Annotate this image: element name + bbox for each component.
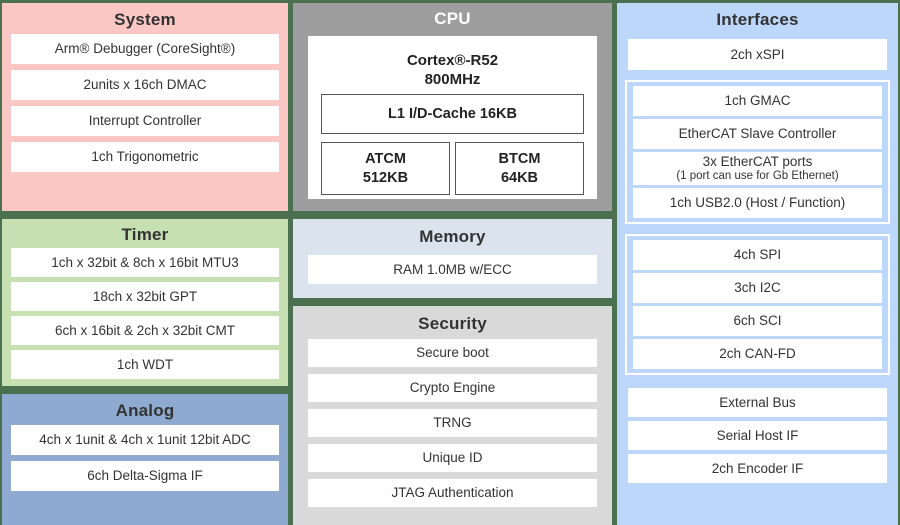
- cpu-btcm-name: BTCM: [498, 151, 541, 168]
- timer-item-cmt: 6ch x 16bit & 2ch x 32bit CMT: [11, 316, 279, 345]
- timer-item-wdt: 1ch WDT: [11, 350, 279, 379]
- interfaces-group-serial: 4ch SPI 3ch I2C 6ch SCI 2ch CAN-FD: [625, 234, 890, 375]
- interfaces-item-ethercat-ports-note: (1 port can use for Gb Ethernet): [676, 169, 839, 182]
- interfaces-item-ethercat-slave-controller: EtherCAT Slave Controller: [633, 119, 882, 149]
- block-timer-title: Timer: [121, 225, 169, 244]
- cpu-core-panel: Cortex®-R52 800MHz L1 I/D-Cache 16KB ATC…: [308, 36, 597, 199]
- timer-item-gpt: 18ch x 32bit GPT: [11, 282, 279, 311]
- block-security: Security Secure boot Crypto Engine TRNG …: [293, 306, 612, 525]
- cpu-core-clock-label: 800MHz: [424, 70, 481, 88]
- cpu-l1-cache-label: L1 I/D-Cache 16KB: [388, 105, 517, 122]
- block-timer: Timer 1ch x 32bit & 8ch x 16bit MTU3 18c…: [2, 219, 288, 386]
- block-analog: Analog 4ch x 1unit & 4ch x 1unit 12bit A…: [2, 394, 288, 525]
- memory-item-ram: RAM 1.0MB w/ECC: [308, 255, 597, 284]
- security-item-crypto-engine: Crypto Engine: [308, 374, 597, 402]
- timer-item-mtu3: 1ch x 32bit & 8ch x 16bit MTU3: [11, 248, 279, 277]
- block-memory: Memory RAM 1.0MB w/ECC: [293, 219, 612, 298]
- interfaces-item-encoder-if: 2ch Encoder IF: [628, 454, 887, 483]
- interfaces-item-usb2: 1ch USB2.0 (Host / Function): [633, 188, 882, 218]
- cpu-atcm-name: ATCM: [365, 151, 406, 168]
- block-analog-title: Analog: [115, 401, 175, 420]
- interfaces-item-i2c: 3ch I2C: [633, 273, 882, 303]
- cpu-atcm-size: 512KB: [362, 169, 409, 186]
- interfaces-item-ethercat-ports-label: 3x EtherCAT ports: [702, 154, 813, 170]
- interfaces-item-xspi: 2ch xSPI: [628, 39, 887, 70]
- system-item-dmac: 2units x 16ch DMAC: [11, 70, 279, 100]
- analog-item-delta-sigma: 6ch Delta-Sigma IF: [11, 461, 279, 491]
- interfaces-item-sci: 6ch SCI: [633, 306, 882, 336]
- block-cpu: CPU Cortex®-R52 800MHz L1 I/D-Cache 16KB…: [293, 3, 612, 211]
- security-item-trng: TRNG: [308, 409, 597, 437]
- interfaces-item-gmac: 1ch GMAC: [633, 86, 882, 116]
- system-item-trigonometric: 1ch Trigonometric: [11, 142, 279, 172]
- cpu-l1-cache-box: L1 I/D-Cache 16KB: [321, 94, 584, 134]
- block-system-title: System: [114, 10, 176, 29]
- interfaces-item-spi: 4ch SPI: [633, 240, 882, 270]
- system-item-debugger: Arm® Debugger (CoreSight®): [11, 34, 279, 64]
- block-memory-title: Memory: [419, 227, 486, 246]
- security-item-secure-boot: Secure boot: [308, 339, 597, 367]
- cpu-btcm-size: 64KB: [500, 169, 539, 186]
- cpu-core-identity: Cortex®-R52 800MHz: [308, 52, 597, 90]
- block-system: System Arm® Debugger (CoreSight®) 2units…: [2, 3, 288, 211]
- block-security-title: Security: [418, 314, 487, 333]
- interfaces-item-external-bus: External Bus: [628, 388, 887, 417]
- interfaces-item-serial-host-if: Serial Host IF: [628, 421, 887, 450]
- interfaces-item-ethercat-ports: 3x EtherCAT ports (1 port can use for Gb…: [633, 152, 882, 185]
- block-interfaces-title: Interfaces: [716, 10, 799, 29]
- system-item-interrupt-controller: Interrupt Controller: [11, 106, 279, 136]
- interfaces-group-network: 1ch GMAC EtherCAT Slave Controller 3x Et…: [625, 80, 890, 224]
- cpu-core-name-label: Cortex®-R52: [406, 52, 499, 69]
- block-cpu-title: CPU: [434, 9, 471, 28]
- interfaces-group-bus: External Bus Serial Host IF 2ch Encoder …: [617, 388, 898, 483]
- security-item-jtag-auth: JTAG Authentication: [308, 479, 597, 507]
- security-item-unique-id: Unique ID: [308, 444, 597, 472]
- cpu-atcm-box: ATCM 512KB: [321, 142, 450, 195]
- block-interfaces: Interfaces 2ch xSPI 1ch GMAC EtherCAT Sl…: [617, 3, 898, 525]
- interfaces-item-can-fd: 2ch CAN-FD: [633, 339, 882, 369]
- analog-item-adc: 4ch x 1unit & 4ch x 1unit 12bit ADC: [11, 425, 279, 455]
- cpu-btcm-box: BTCM 64KB: [455, 142, 584, 195]
